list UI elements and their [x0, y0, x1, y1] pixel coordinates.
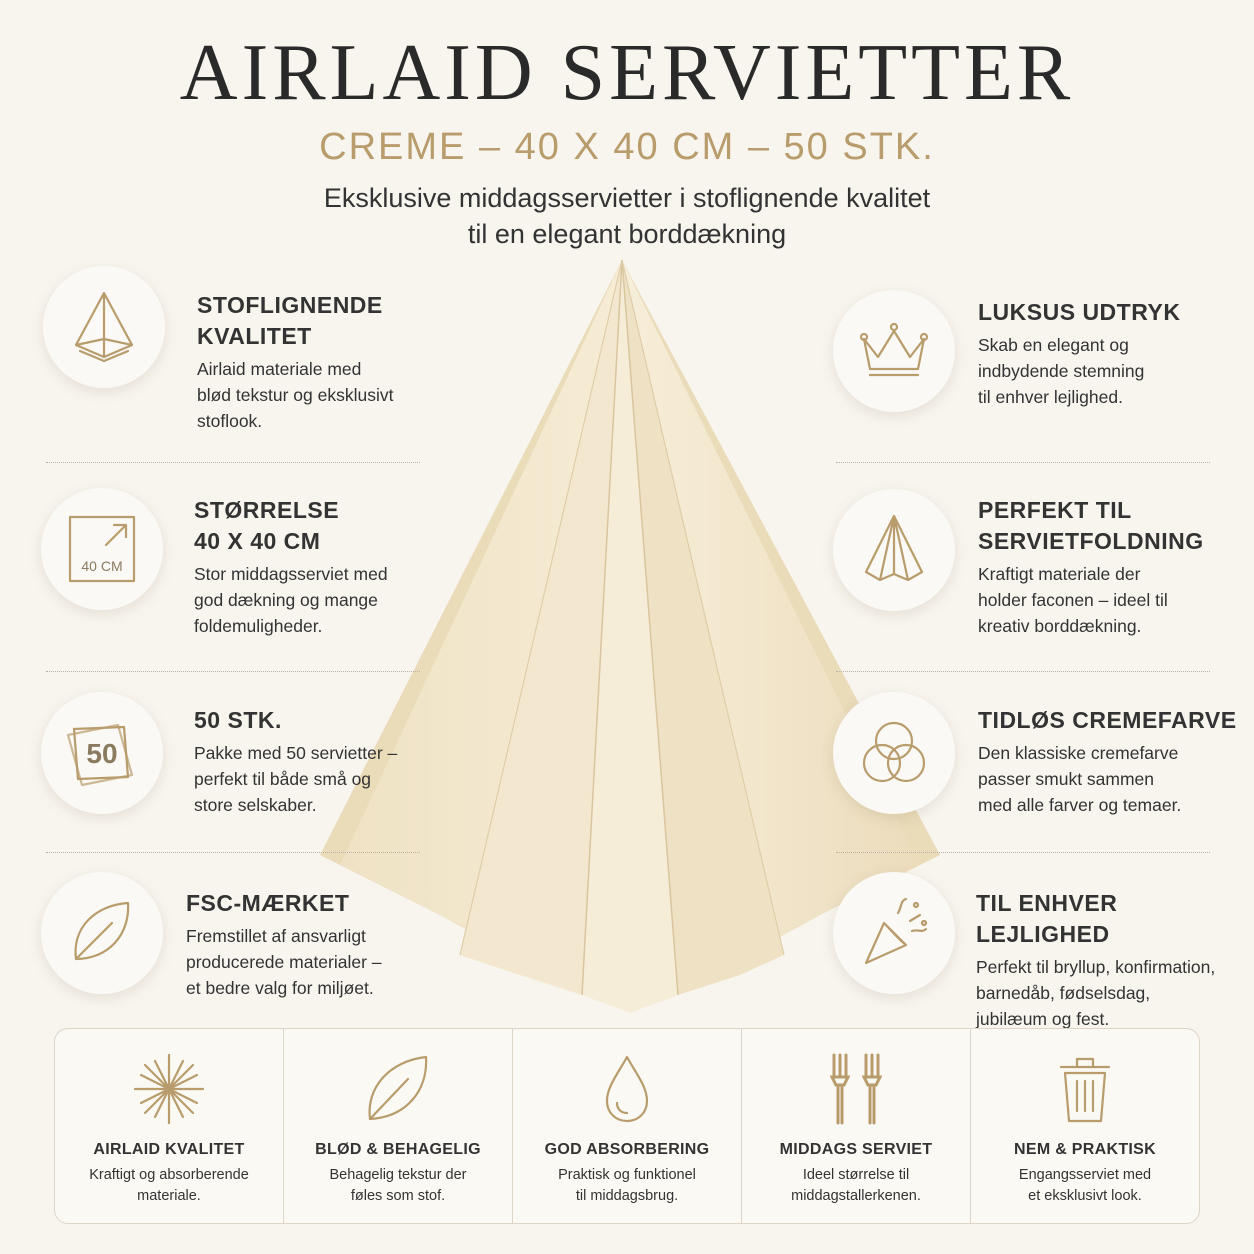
- benefit-text: et eksklusivt look.: [1028, 1188, 1142, 1204]
- benefit-title: NEM & PRAKTISK: [1014, 1141, 1156, 1158]
- page-subtitle: CREME – 40 X 40 CM – 50 STK.: [319, 126, 935, 168]
- benefit-text: Kraftigt og absorberende: [89, 1167, 249, 1183]
- benefit-text: middagstallerkenen.: [791, 1188, 921, 1204]
- benefit-text: til middagsbrug.: [575, 1188, 679, 1204]
- divider: [836, 462, 1210, 463]
- leaf-icon: [368, 1055, 428, 1121]
- benefit-airlaid-quality: AIRLAID KVALITET Kraftigt og absorberend…: [55, 1029, 283, 1223]
- napkin-stack-icon: 50: [41, 692, 163, 814]
- feature-title: 40 X 40 CM: [194, 528, 321, 554]
- crown-icon: [833, 290, 955, 412]
- feature-title: STØRRELSE: [194, 497, 340, 523]
- feature-text: Kraftigt materiale der: [978, 564, 1141, 584]
- benefit-text: Praktisk og funktionel: [558, 1167, 696, 1183]
- feature-text: Perfekt til bryllup, konfirmation,: [976, 957, 1216, 977]
- size-icon-label: 40 CM: [81, 558, 122, 574]
- feature-text: passer smukt sammen: [978, 769, 1155, 789]
- feature-text: barnedåb, fødselsdag,: [976, 983, 1151, 1003]
- water-drop-icon: [605, 1055, 649, 1123]
- leaf-icon: [41, 872, 163, 994]
- feature-title: STOFLIGNENDE: [197, 292, 383, 318]
- feature-text: til enhver lejlighed.: [978, 387, 1123, 407]
- feature-text: perfekt til både små og: [194, 769, 372, 789]
- feature-text: Pakke med 50 servietter –: [194, 743, 398, 763]
- color-circles-icon: [833, 692, 955, 814]
- benefit-title: GOD ABSORBERING: [544, 1141, 710, 1158]
- feature-text: holder faconen – ideel til: [978, 590, 1168, 610]
- feature-title: FSC-MÆRKET: [186, 890, 350, 916]
- feature-text: jubilæum og fest.: [976, 1009, 1110, 1029]
- benefit-dinner-napkin: MIDDAGS SERVIET Ideel størrelse til midd…: [741, 1029, 970, 1223]
- feature-text: et bedre valg for miljøet.: [186, 978, 374, 998]
- tagline-line-2: til en elegant borddækning: [467, 219, 787, 249]
- page-title: AIRLAID SERVIETTER: [179, 29, 1075, 117]
- tagline: Eksklusive middagsservietter i stofligne…: [0, 180, 1254, 252]
- benefit-text: materiale.: [137, 1188, 201, 1204]
- benefit-absorption: GOD ABSORBERING Praktisk og funktionel t…: [512, 1029, 741, 1223]
- divider: [836, 852, 1210, 853]
- fiber-weave-icon: [133, 1053, 205, 1125]
- feature-text: med alle farver og temaer.: [978, 795, 1182, 815]
- feature-text: Stor middagsserviet med: [194, 564, 388, 584]
- feature-title: KVALITET: [197, 323, 312, 349]
- feature-text: store selskaber.: [194, 795, 317, 815]
- napkin-fold-icon: [833, 489, 955, 611]
- benefit-text: føles som stof.: [350, 1188, 446, 1204]
- feature-text: Airlaid materiale med: [197, 359, 362, 379]
- feature-title: TIDLØS CREMEFARVE: [978, 707, 1237, 733]
- divider: [46, 462, 420, 463]
- fork-icon: [829, 1053, 883, 1125]
- feature-title: LUKSUS UDTRYK: [978, 299, 1181, 325]
- feature-text: producerede materialer –: [186, 952, 382, 972]
- divider: [46, 852, 420, 853]
- feature-title: SERVIETFOLDNING: [978, 528, 1204, 554]
- feature-text: god dækning og mange: [194, 590, 378, 610]
- benefit-soft: BLØD & BEHAGELIG Behagelig tekstur der f…: [283, 1029, 512, 1223]
- quantity-icon-label: 50: [86, 738, 117, 769]
- benefit-practical: NEM & PRAKTISK Engangsserviet med et eks…: [970, 1029, 1199, 1223]
- feature-title: TIL ENHVER LEJLIGHED: [976, 890, 1118, 947]
- benefit-title: AIRLAID KVALITET: [93, 1141, 245, 1158]
- feature-text: kreativ borddækning.: [978, 616, 1142, 636]
- divider: [836, 671, 1210, 672]
- feature-text: indbydende stemning: [978, 361, 1145, 381]
- size-square-icon: 40 CM: [41, 488, 163, 610]
- feature-text: Fremstillet af ansvarligt: [186, 926, 366, 946]
- feature-text: blød tekstur og eksklusivt: [197, 385, 394, 405]
- benefit-title: BLØD & BEHAGELIG: [315, 1141, 481, 1158]
- tagline-line-1: Eksklusive middagsservietter i stofligne…: [323, 183, 931, 213]
- benefit-title: MIDDAGS SERVIET: [779, 1141, 933, 1158]
- party-popper-icon: [833, 872, 955, 994]
- benefit-text: Engangsserviet med: [1018, 1167, 1152, 1183]
- folded-napkin-icon: [43, 266, 165, 388]
- divider: [46, 671, 420, 672]
- feature-title: PERFEKT TIL: [978, 497, 1132, 523]
- feature-title: 50 STK.: [194, 707, 282, 733]
- trash-can-icon: [1059, 1057, 1111, 1123]
- feature-text: stoflook.: [197, 411, 263, 431]
- feature-text: Skab en elegant og: [978, 335, 1129, 355]
- feature-text: foldemuligheder.: [194, 616, 323, 636]
- feature-text: Den klassiske cremefarve: [978, 743, 1179, 763]
- benefit-text: Ideel størrelse til: [802, 1167, 910, 1183]
- benefit-text: Behagelig tekstur der: [329, 1167, 467, 1183]
- bottom-benefits-box: AIRLAID KVALITET Kraftigt og absorberend…: [54, 1028, 1200, 1224]
